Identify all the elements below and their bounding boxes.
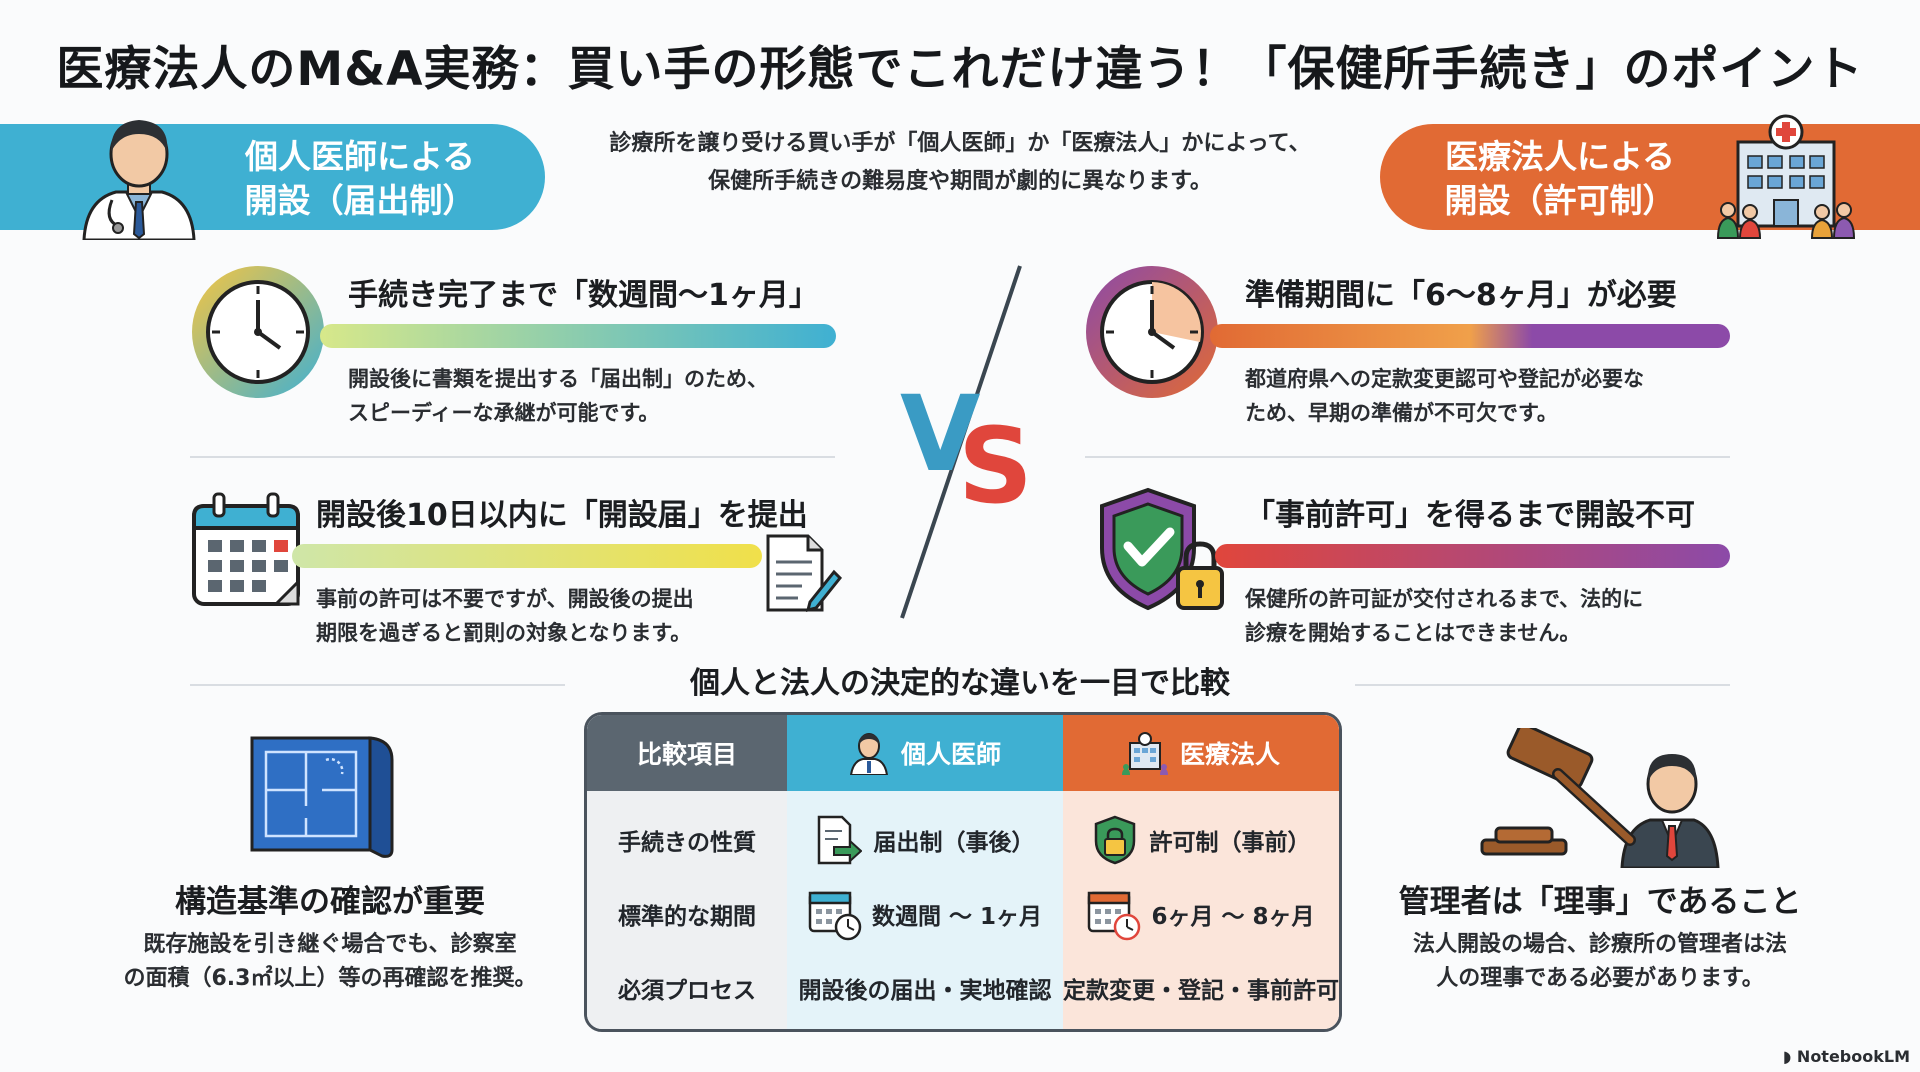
left-item1-bar bbox=[320, 324, 836, 348]
hospital-icon bbox=[1121, 732, 1168, 775]
table-header-item: 比較項目 bbox=[587, 715, 787, 791]
structure-note-desc-line1: 既存施設を引き継ぐ場合でも、診察室 bbox=[143, 932, 517, 957]
calendar-clock-icon bbox=[1088, 891, 1141, 941]
right-item2-title: 「事前許可」を得るまで開設不可 bbox=[1245, 498, 1695, 533]
table-row-label: 標準的な期間 bbox=[618, 904, 756, 930]
left-item1-title: 手続き完了まで「数週間～1ヶ月」 bbox=[348, 278, 819, 313]
shield-lock-icon bbox=[1100, 487, 1224, 611]
table-cell: 開設後の届出・実地確認 bbox=[798, 978, 1052, 1004]
individual-banner-line2: 開設（届出制） bbox=[244, 181, 476, 220]
vs-letter-s: S bbox=[958, 405, 1033, 527]
corporate-banner-title: 医療法人による 開設（許可制） bbox=[1410, 135, 1710, 223]
table-header-corporate-label: 医療法人 bbox=[1179, 740, 1280, 769]
structure-note-desc: 既存施設を引き継ぐ場合でも、診察室 の面積（6.3㎡以上）等の再確認を推奨。 bbox=[100, 928, 560, 996]
right-item2-desc: 保健所の許可証が交付されるまで、法的に 診療を開始することはできません。 bbox=[1245, 582, 1643, 650]
intro-line2: 保健所手続きの難易度や期間が劇的に異なります。 bbox=[708, 169, 1212, 194]
right-item1-bar bbox=[1210, 324, 1730, 348]
corporate-banner-line2: 開設（許可制） bbox=[1444, 181, 1676, 220]
table-label-column: 比較項目 手続きの性質 標準的な期間 必須プロセス bbox=[587, 715, 787, 1029]
right-separator bbox=[1085, 456, 1730, 458]
gavel-director-icon bbox=[1480, 728, 1720, 868]
table-cell: 届出制（事後） bbox=[787, 805, 1063, 875]
doctor-icon bbox=[82, 120, 196, 240]
clock-icon bbox=[1086, 266, 1218, 398]
doctor-icon bbox=[849, 733, 888, 775]
right-item2-desc-line2: 診療を開始することはできません。 bbox=[1245, 621, 1581, 645]
corporate-banner-line1: 医療法人による bbox=[1444, 137, 1675, 176]
table-corporate-column: 医療法人 許可制（事前） 6ヶ月 ～ 8ヶ月 定款変更・登記・事前許可 bbox=[1063, 715, 1339, 1029]
table-row-label: 手続きの性質 bbox=[618, 830, 756, 856]
right-item1-title: 準備期間に「6～8ヶ月」が必要 bbox=[1245, 278, 1677, 313]
table-header-individual: 個人医師 bbox=[787, 715, 1063, 791]
comparison-title: 個人と法人の決定的な違いを一目で比較 bbox=[690, 666, 1230, 701]
table-row-label: 必須プロセス bbox=[618, 978, 756, 1004]
hospital-icon bbox=[1716, 114, 1856, 239]
document-arrow-icon bbox=[817, 815, 862, 865]
right-item1-desc-line1: 都道府県への定款変更認可や登記が必要な bbox=[1245, 367, 1644, 391]
calendar-clock-icon bbox=[808, 891, 862, 941]
vs-letter-v: V bbox=[900, 373, 981, 495]
left-item2-desc-line2: 期限を過ぎると罰則の対象となります。 bbox=[316, 621, 692, 645]
individual-banner-line1: 個人医師による bbox=[244, 137, 475, 176]
table-cell: 数週間 ～ 1ヶ月 bbox=[787, 879, 1063, 949]
table-header-corporate: 医療法人 bbox=[1063, 715, 1339, 791]
table-cell: 許可制（事前） bbox=[1063, 805, 1339, 875]
left-item2-desc: 事前の許可は不要ですが、開設後の提出 期限を過ぎると罰則の対象となります。 bbox=[316, 582, 694, 650]
calendar-icon bbox=[192, 492, 300, 606]
shield-lock-icon bbox=[1094, 815, 1135, 865]
blueprint-icon bbox=[250, 736, 394, 858]
left-item2-bar bbox=[292, 544, 762, 568]
left-item2-desc-line1: 事前の許可は不要ですが、開設後の提出 bbox=[316, 587, 694, 611]
table-cell-text: 届出制（事後） bbox=[873, 830, 1035, 856]
table-cell-text: 6ヶ月 ～ 8ヶ月 bbox=[1151, 904, 1315, 930]
right-item2-desc-line1: 保健所の許可証が交付されるまで、法的に bbox=[1245, 587, 1644, 611]
clock-icon bbox=[192, 266, 324, 398]
comparison-table: 比較項目 手続きの性質 標準的な期間 必須プロセス 個人医師 届出制（事後） bbox=[584, 712, 1342, 1032]
right-item2-bar bbox=[1215, 544, 1730, 568]
left-item1-desc-line2: スピーディーな承継が可能です。 bbox=[348, 401, 660, 425]
notebooklm-brand: ◗ NotebookLM bbox=[1783, 1047, 1910, 1066]
table-cell: 6ヶ月 ～ 8ヶ月 bbox=[1063, 879, 1339, 949]
left-item1-desc-line1: 開設後に書類を提出する「届出制」のため、 bbox=[348, 367, 768, 391]
intro-text: 診療所を譲り受ける買い手が「個人医師」か「医療法人」かによって、 保健所手続きの… bbox=[560, 125, 1360, 201]
structure-note-desc-line2: の面積（6.3㎡以上）等の再確認を推奨。 bbox=[123, 966, 537, 991]
table-individual-column: 個人医師 届出制（事後） 数週間 ～ 1ヶ月 開設後の届出・実地確認 bbox=[787, 715, 1063, 1029]
table-cell: 定款変更・登記・事前許可 bbox=[1063, 978, 1339, 1004]
left-item1-desc: 開設後に書類を提出する「届出制」のため、 スピーディーな承継が可能です。 bbox=[348, 362, 768, 430]
notebooklm-brand-label: NotebookLM bbox=[1796, 1047, 1910, 1066]
individual-banner-title: 個人医師による 開設（届出制） bbox=[210, 135, 510, 223]
structure-note-title: 構造基準の確認が重要 bbox=[175, 884, 485, 920]
table-cell-text: 許可制（事前） bbox=[1149, 830, 1311, 856]
table-header-individual-label: 個人医師 bbox=[900, 740, 1001, 769]
director-note-title: 管理者は「理事」であること bbox=[1398, 884, 1802, 920]
table-cell-text: 数週間 ～ 1ヶ月 bbox=[871, 904, 1043, 930]
page-title: 医療法人のM&A実務：買い手の形態でこれだけ違う！「保健所手続き」のポイント bbox=[56, 42, 1864, 97]
director-note-desc-line1: 法人開設の場合、診療所の管理者は法 bbox=[1412, 932, 1787, 957]
director-note-desc: 法人開設の場合、診療所の管理者は法 人の理事である必要があります。 bbox=[1380, 928, 1820, 996]
comparison-separator-left bbox=[190, 684, 565, 686]
right-item1-desc: 都道府県への定款変更認可や登記が必要な ため、早期の準備が不可欠です。 bbox=[1245, 362, 1644, 430]
left-item2-title: 開設後10日以内に「開設届」を提出 bbox=[316, 498, 808, 533]
notebooklm-logo-icon: ◗ bbox=[1782, 1047, 1792, 1066]
director-note-desc-line2: 人の理事である必要があります。 bbox=[1436, 966, 1764, 991]
intro-line1: 診療所を譲り受ける買い手が「個人医師」か「医療法人」かによって、 bbox=[609, 131, 1311, 156]
vs-emblem: V S bbox=[900, 265, 1033, 619]
left-separator bbox=[190, 456, 835, 458]
document-pen-icon bbox=[766, 534, 842, 613]
right-item1-desc-line2: ため、早期の準備が不可欠です。 bbox=[1245, 401, 1558, 425]
comparison-separator-right bbox=[1355, 684, 1730, 686]
